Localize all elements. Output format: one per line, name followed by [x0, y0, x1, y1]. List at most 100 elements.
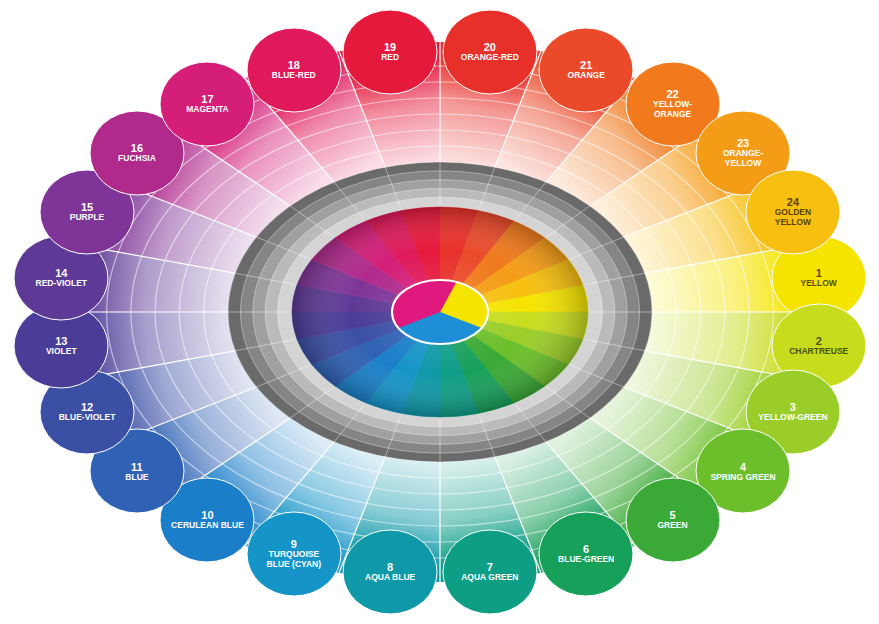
- ring-divider: [585, 339, 645, 350]
- color-name: GREEN: [657, 521, 687, 531]
- spoke-divider: [439, 462, 440, 582]
- color-circle: 6BLUE-GREEN: [538, 511, 634, 597]
- color-number: 11: [131, 461, 143, 473]
- circle-content: 17MAGENTA: [159, 61, 255, 147]
- color-number: 10: [201, 509, 213, 521]
- ring-divider: [515, 404, 546, 442]
- color-name: PURPLE: [70, 213, 104, 223]
- color-circle: 19RED: [342, 9, 438, 95]
- color-number: 17: [201, 93, 213, 105]
- color-number: 8: [387, 561, 393, 573]
- color-name: ORANGE: [568, 71, 605, 81]
- color-circle: 7AQUA GREEN: [442, 529, 538, 615]
- ring-divider: [440, 418, 441, 462]
- color-number: 5: [669, 509, 675, 521]
- ring-divider: [479, 167, 495, 210]
- color-name: TURQUOISE BLUE (CYAN): [257, 550, 331, 570]
- circle-fill: [160, 62, 254, 146]
- circle-content: 5GREEN: [625, 477, 721, 563]
- primary-outline: [392, 280, 488, 344]
- circle-fill: [539, 28, 633, 112]
- grey-ring: [240, 171, 639, 453]
- ring-divider: [440, 162, 441, 206]
- color-name: RED-VIOLET: [36, 279, 87, 289]
- color-circle: 20ORANGE-RED: [442, 9, 538, 95]
- primary-sector: [392, 280, 456, 328]
- color-number: 15: [81, 201, 93, 213]
- color-name: BLUE-GREEN: [558, 555, 614, 565]
- color-number: 1: [816, 267, 822, 279]
- color-circle: 21ORANGE: [538, 27, 634, 113]
- disk-shade: [292, 207, 588, 417]
- color-name: AQUA GREEN: [461, 573, 518, 583]
- circle-content: 21ORANGE: [538, 27, 634, 113]
- color-number: 22: [666, 88, 678, 100]
- ring-divider: [385, 414, 401, 457]
- grey-ring: [253, 180, 627, 445]
- circle-fill: [746, 170, 840, 254]
- color-number: 6: [583, 543, 589, 555]
- color-name: BLUE-RED: [272, 71, 316, 81]
- color-number: 12: [81, 401, 93, 413]
- circle-fill: [539, 512, 633, 596]
- color-name: ORANGE-RED: [461, 53, 519, 63]
- color-number: 20: [484, 41, 496, 53]
- color-number: 13: [55, 335, 67, 347]
- color-name: VIOLET: [46, 347, 77, 357]
- ring-divider: [585, 273, 645, 284]
- ring-divider: [590, 312, 652, 313]
- color-circle: 5GREEN: [625, 477, 721, 563]
- color-number: 23: [737, 137, 749, 149]
- ring-divider: [235, 273, 295, 284]
- color-circle: 24GOLDEN YELLOW: [745, 169, 841, 255]
- color-circle: 17MAGENTA: [159, 61, 255, 147]
- tint-step-line: [155, 114, 725, 510]
- color-circle: 18BLUE-RED: [246, 27, 342, 113]
- color-name: YELLOW: [801, 279, 837, 289]
- color-number: 2: [816, 335, 822, 347]
- ring-divider: [570, 365, 624, 387]
- color-name: ORANGE-YELLOW: [706, 149, 780, 169]
- ring-divider: [290, 387, 334, 418]
- ring-divider: [256, 365, 310, 387]
- circle-fill: [626, 478, 720, 562]
- color-number: 24: [787, 196, 799, 208]
- color-name: YELLOW-GREEN: [758, 413, 827, 423]
- grey-ring: [278, 197, 603, 427]
- ring-divider: [570, 237, 624, 259]
- ring-divider: [546, 206, 590, 237]
- spoke-divider: [439, 42, 440, 162]
- ring-divider: [479, 414, 495, 457]
- color-number: 21: [580, 59, 592, 71]
- ring-divider: [235, 339, 295, 350]
- color-number: 9: [291, 538, 297, 550]
- ring-divider: [290, 206, 334, 237]
- circle-content: 7AQUA GREEN: [442, 529, 538, 615]
- ring-divider: [334, 404, 365, 442]
- ring-divider: [334, 182, 365, 220]
- circle-content: 19RED: [342, 9, 438, 95]
- ring-divider: [256, 237, 310, 259]
- color-number: 14: [55, 267, 67, 279]
- color-name: FUCHSIA: [118, 154, 156, 164]
- circle-content: 6BLUE-GREEN: [538, 511, 634, 597]
- color-name: GOLDEN YELLOW: [756, 208, 830, 228]
- ring-divider: [515, 182, 546, 220]
- color-number: 19: [384, 41, 396, 53]
- circle-content: 9TURQUOISE BLUE (CYAN): [246, 511, 342, 597]
- color-name: BLUE-VIOLET: [59, 413, 116, 423]
- circle-content: 18BLUE-RED: [246, 27, 342, 113]
- color-name: SPRING GREEN: [710, 473, 775, 483]
- color-number: 3: [790, 401, 796, 413]
- circle-fill: [443, 10, 537, 94]
- color-number: 16: [131, 142, 143, 154]
- circle-fill: [247, 28, 341, 112]
- color-name: AQUA BLUE: [365, 573, 415, 583]
- grey-ring: [265, 188, 615, 435]
- circle-content: 24GOLDEN YELLOW: [745, 169, 841, 255]
- circle-content: 8AQUA BLUE: [342, 529, 438, 615]
- circle-fill: [443, 530, 537, 614]
- color-name: RED: [381, 53, 399, 63]
